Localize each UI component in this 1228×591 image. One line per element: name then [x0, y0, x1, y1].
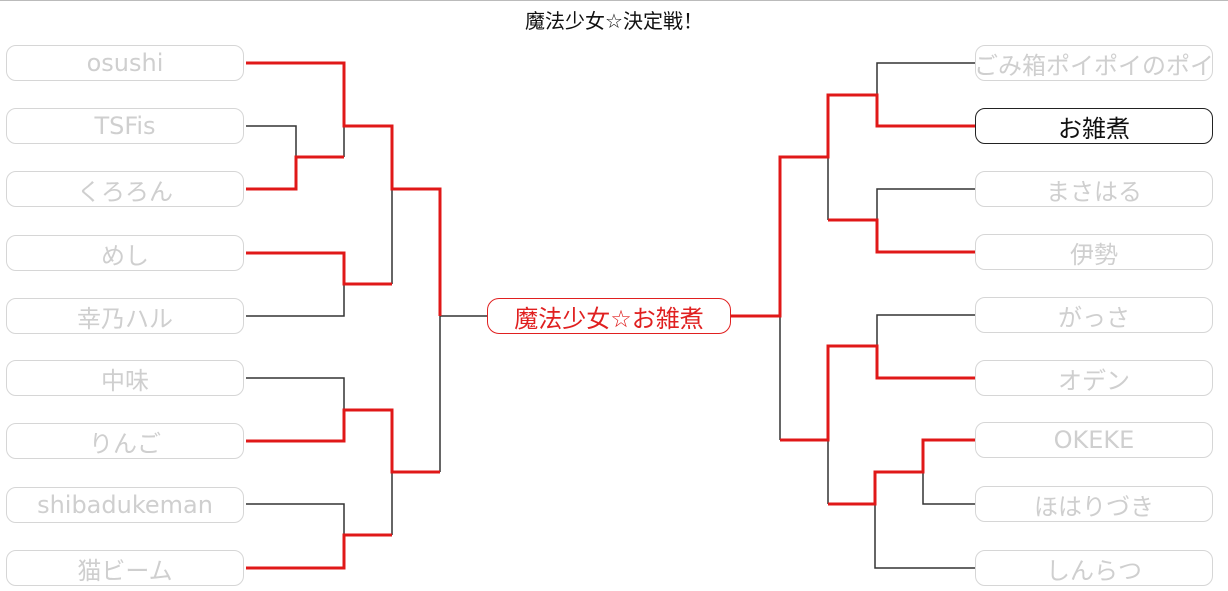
entrant-box[interactable]: OKEKE — [975, 422, 1213, 458]
entrant-box-selected[interactable]: お雑煮 — [975, 108, 1213, 144]
entrant-box[interactable]: がっさ — [975, 297, 1213, 333]
entrant-box[interactable]: しんらつ — [975, 550, 1213, 586]
top-divider — [0, 0, 1228, 1]
entrant-box[interactable]: ごみ箱ポイポイのポイ — [975, 45, 1213, 81]
entrant-box[interactable]: osushi — [6, 45, 244, 81]
entrant-box[interactable]: 猫ビーム — [6, 550, 244, 586]
entrant-box[interactable]: まさはる — [975, 171, 1213, 207]
entrant-box[interactable]: りんご — [6, 423, 244, 459]
entrant-box[interactable]: 中味 — [6, 360, 244, 396]
entrant-box[interactable]: 幸乃ハル — [6, 298, 244, 334]
entrant-box[interactable]: めし — [6, 235, 244, 271]
entrant-box[interactable]: TSFis — [6, 108, 244, 144]
entrant-box[interactable]: ほはりづき — [975, 486, 1213, 522]
entrant-box[interactable]: くろろん — [6, 171, 244, 207]
winner-lines — [246, 61, 975, 570]
entrant-box[interactable]: オデン — [975, 360, 1213, 396]
page-title: 魔法少女☆決定戦！ — [525, 9, 703, 33]
champion-box[interactable]: 魔法少女☆お雑煮 — [487, 298, 731, 334]
entrant-box[interactable]: 伊勢 — [975, 234, 1213, 270]
entrant-box[interactable]: shibadukeman — [6, 487, 244, 523]
loser-lines — [246, 62, 975, 569]
